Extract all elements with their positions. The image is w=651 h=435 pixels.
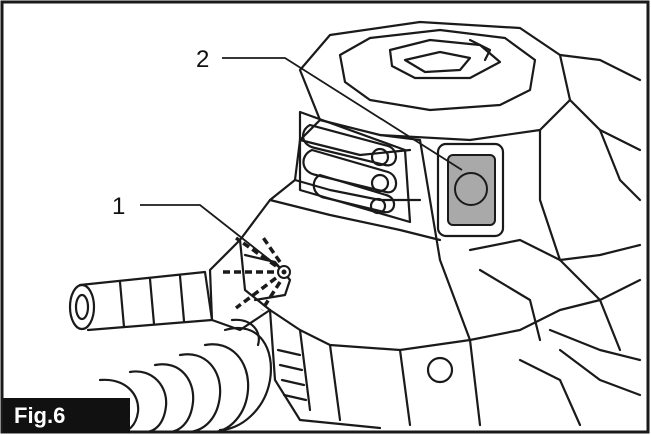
indicator-lamp xyxy=(222,235,291,311)
leader-line-2 xyxy=(222,57,463,171)
callout-number-1: 1 xyxy=(112,193,125,220)
button-circle xyxy=(454,172,488,206)
leader-line-1 xyxy=(140,204,281,269)
button xyxy=(436,142,505,238)
figure-label: Fig.6 xyxy=(14,403,66,428)
callout-number-2: 2 xyxy=(196,46,209,73)
figure-label-box xyxy=(3,398,130,433)
lamp-light-rays xyxy=(222,235,282,311)
callout-leaders xyxy=(140,57,463,269)
